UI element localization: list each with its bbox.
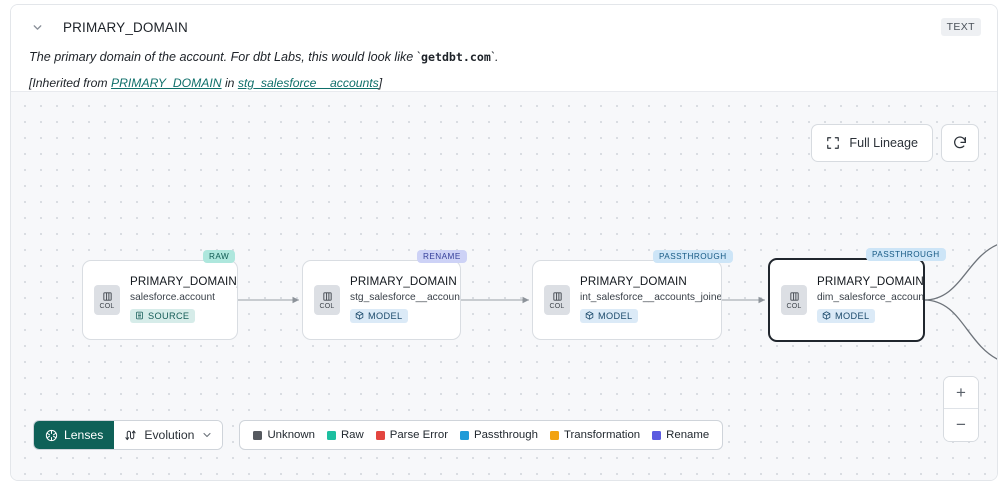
legend-label: Passthrough	[473, 429, 538, 441]
column-header: PRIMARY_DOMAIN TEXT The primary domain o…	[11, 5, 997, 91]
edge-out-bottom	[923, 299, 997, 360]
cube-icon	[822, 311, 831, 320]
legend-swatch	[652, 430, 662, 440]
lineage-node-name: PRIMARY_DOMAIN	[817, 274, 923, 288]
lenses-button[interactable]: Lenses	[34, 421, 115, 449]
lineage-node-name: PRIMARY_DOMAIN	[580, 274, 687, 288]
column-chip: COL	[544, 285, 570, 315]
legend-item: Transformation	[549, 429, 641, 441]
lineage-node-1[interactable]: RENAME COL PRIMARY_DOMAIN stg_salesforce…	[302, 250, 467, 340]
lineage-node-badge: RENAME	[417, 250, 467, 263]
lens-control-group: Lenses Evolution	[33, 420, 224, 450]
lineage-node-badge: PASSTHROUGH	[653, 250, 733, 263]
column-description: The primary domain of the account. For d…	[29, 49, 979, 66]
lineage-node-subtitle: salesforce.account	[130, 291, 215, 303]
legend-item: Parse Error	[375, 429, 448, 441]
lineage-node-badge: RAW	[203, 250, 236, 263]
refresh-button[interactable]	[941, 124, 979, 162]
inherited-prefix: [Inherited from	[29, 76, 111, 90]
legend-item: Passthrough	[459, 429, 538, 441]
column-title-row: PRIMARY_DOMAIN	[29, 15, 979, 39]
inherited-model-link[interactable]: stg_salesforce__accounts	[237, 76, 379, 90]
description-text-pre: The primary domain of the account. For d…	[29, 50, 421, 64]
chevron-down-icon[interactable]	[29, 19, 45, 35]
lineage-node-3[interactable]: PASSTHROUGH COL PRIMARY_DOMAIN dim_sales…	[768, 248, 946, 342]
lineage-node-type-tag: MODEL	[350, 308, 409, 323]
column-chip-label: COL	[549, 302, 565, 310]
legend-swatch	[459, 430, 469, 440]
legend-swatch	[253, 430, 263, 440]
lineage-node-type-label: MODEL	[835, 310, 870, 321]
lineage-node-name: PRIMARY_DOMAIN	[350, 274, 457, 288]
lineage-canvas[interactable]: Full Lineage + − RAW COL PRIMA	[11, 91, 997, 480]
evolution-label: Evolution	[144, 428, 195, 442]
lineage-node-subtitle: stg_salesforce__accounts	[350, 291, 460, 303]
lineage-node-body: PRIMARY_DOMAIN dim_salesforce_accounts M…	[817, 275, 923, 326]
legend-swatch	[375, 430, 385, 440]
legend-swatch	[326, 430, 336, 440]
page-title: PRIMARY_DOMAIN	[63, 19, 188, 35]
expand-icon	[826, 136, 840, 150]
aperture-icon	[45, 429, 58, 442]
evolution-icon	[124, 428, 137, 442]
legend-label: Transformation	[563, 429, 641, 441]
full-lineage-button[interactable]: Full Lineage	[811, 124, 933, 162]
column-chip-label: COL	[99, 302, 115, 310]
lineage-node-badge: PASSTHROUGH	[866, 248, 946, 261]
lenses-label: Lenses	[64, 428, 104, 442]
zoom-out-button[interactable]: −	[944, 409, 978, 441]
lineage-node-name: PRIMARY_DOMAIN__C	[130, 274, 237, 288]
refresh-icon	[952, 135, 968, 151]
lineage-node-subtitle: int_salesforce__accounts_joined	[580, 291, 721, 303]
lineage-node-type-tag: SOURCE	[130, 308, 196, 323]
inherited-suffix: ]	[378, 76, 383, 90]
lineage-node-body: PRIMARY_DOMAIN stg_salesforce__accounts …	[350, 275, 460, 326]
full-lineage-label: Full Lineage	[849, 136, 918, 150]
zoom-in-button[interactable]: +	[944, 377, 978, 409]
lineage-node-2[interactable]: PASSTHROUGH COL PRIMARY_DOMAIN int_sales…	[532, 250, 733, 340]
legend-label: Raw	[340, 429, 364, 441]
legend-item: Rename	[652, 429, 709, 441]
legend-item: Unknown	[253, 429, 315, 441]
lineage-node-type-tag: MODEL	[580, 308, 639, 323]
legend-swatch	[549, 430, 559, 440]
inherited-column-link[interactable]: PRIMARY_DOMAIN	[110, 76, 222, 90]
lineage-node-type-label: SOURCE	[148, 310, 190, 321]
lineage-node-type-label: MODEL	[598, 310, 633, 321]
evolution-dropdown[interactable]: Evolution	[114, 421, 223, 449]
legend-label: Parse Error	[389, 429, 448, 441]
lineage-node-type-tag: MODEL	[817, 308, 876, 323]
zoom-controls: + −	[943, 376, 979, 442]
lineage-legend: Unknown Raw Parse Error Passthrough Tran…	[239, 420, 724, 450]
database-icon	[135, 311, 144, 320]
column-chip: COL	[781, 285, 807, 315]
lineage-bottom-toolbar: Lenses Evolution	[33, 420, 724, 450]
canvas-top-controls: Full Lineage	[811, 124, 979, 162]
cube-icon	[585, 311, 594, 320]
column-chip-label: COL	[786, 302, 802, 310]
lineage-node-0[interactable]: RAW COL PRIMARY_DOMAIN__C salesforce.acc…	[82, 250, 238, 340]
column-detail-card: PRIMARY_DOMAIN TEXT The primary domain o…	[10, 4, 998, 481]
lineage-node-subtitle: dim_salesforce_accounts	[817, 291, 923, 303]
inherited-from-line: [Inherited from PRIMARY_DOMAIN in stg_sa…	[29, 75, 979, 91]
column-type-badge: TEXT	[940, 18, 981, 36]
legend-label: Rename	[666, 429, 710, 441]
description-text-post: `.	[490, 50, 499, 64]
lineage-node-type-label: MODEL	[368, 310, 403, 321]
cube-icon	[355, 311, 364, 320]
lineage-node-body: PRIMARY_DOMAIN int_salesforce__accounts_…	[580, 275, 721, 326]
lineage-node-body: PRIMARY_DOMAIN__C salesforce.account SOU…	[130, 275, 237, 326]
legend-label: Unknown	[267, 429, 315, 441]
column-chip: COL	[314, 285, 340, 315]
legend-item: Raw	[326, 429, 364, 441]
description-code: getdbt.com	[421, 50, 491, 64]
column-chip-label: COL	[319, 302, 335, 310]
column-chip: COL	[94, 285, 120, 315]
chevron-down-icon	[201, 429, 213, 441]
inherited-middle: in	[221, 76, 238, 90]
